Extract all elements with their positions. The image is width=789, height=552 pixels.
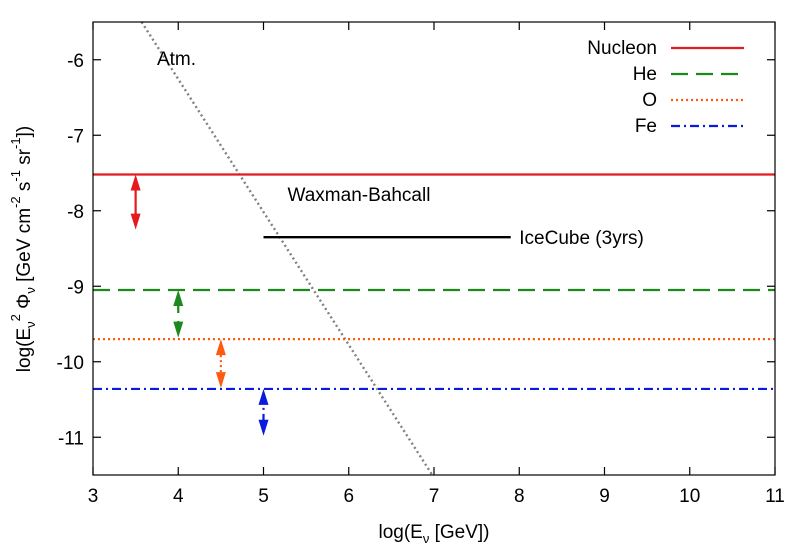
x-tick-label: 5 [258, 486, 269, 507]
x-tick-label: 8 [514, 486, 525, 507]
y-tick-label: -11 [58, 428, 84, 449]
arrow-head-up-nucleon [130, 174, 141, 191]
arrow-head-down-he [173, 321, 184, 338]
arrow-head-down-nucleon [130, 213, 141, 230]
y-tick-label: -6 [67, 51, 84, 72]
legend-label-nucleon: Nucleon [587, 38, 657, 59]
plot-frame [92, 21, 776, 476]
x-tick-label: 3 [88, 486, 99, 507]
x-tick-label: 9 [599, 486, 610, 507]
x-axis-title: log(Eν [GeV]) [378, 522, 489, 546]
arrow-head-down-o [215, 372, 226, 389]
x-tick-label: 7 [429, 486, 440, 507]
y-tick-label: -7 [67, 126, 84, 147]
x-tick-label: 4 [173, 486, 184, 507]
annotation-atm: Atm. [157, 49, 196, 70]
annotation-icecube: IceCube (3yrs) [519, 228, 644, 249]
annotation-waxman-bahcall: Waxman-Bahcall [288, 185, 431, 206]
y-tick-label: -10 [57, 353, 84, 374]
arrow-head-down-fe [258, 419, 269, 436]
legend-label-fe: Fe [635, 116, 657, 137]
arrow-head-up-fe [258, 388, 269, 405]
x-ticks: 3 4 5 6 7 8 9 10 11 [88, 22, 785, 507]
y-tick-label: -9 [67, 277, 84, 298]
legend-label-o: O [642, 90, 657, 111]
x-tick-label: 10 [679, 486, 700, 507]
arrow-head-up-o [215, 339, 226, 356]
plot-marks [93, 21, 775, 476]
legend-label-he: He [633, 64, 657, 85]
x-tick-label: 11 [765, 486, 785, 507]
y-ticks: -6 -7 -8 -9 -10 -11 [57, 51, 775, 449]
y-tick-label: -8 [67, 202, 84, 223]
arrow-head-up-he [173, 290, 184, 307]
x-tick-label: 6 [343, 486, 354, 507]
atmospheric-line [140, 21, 434, 476]
y-axis-title: log(Eν2 Φν [GeV cm-2 s-1 sr-1]) [8, 126, 38, 372]
